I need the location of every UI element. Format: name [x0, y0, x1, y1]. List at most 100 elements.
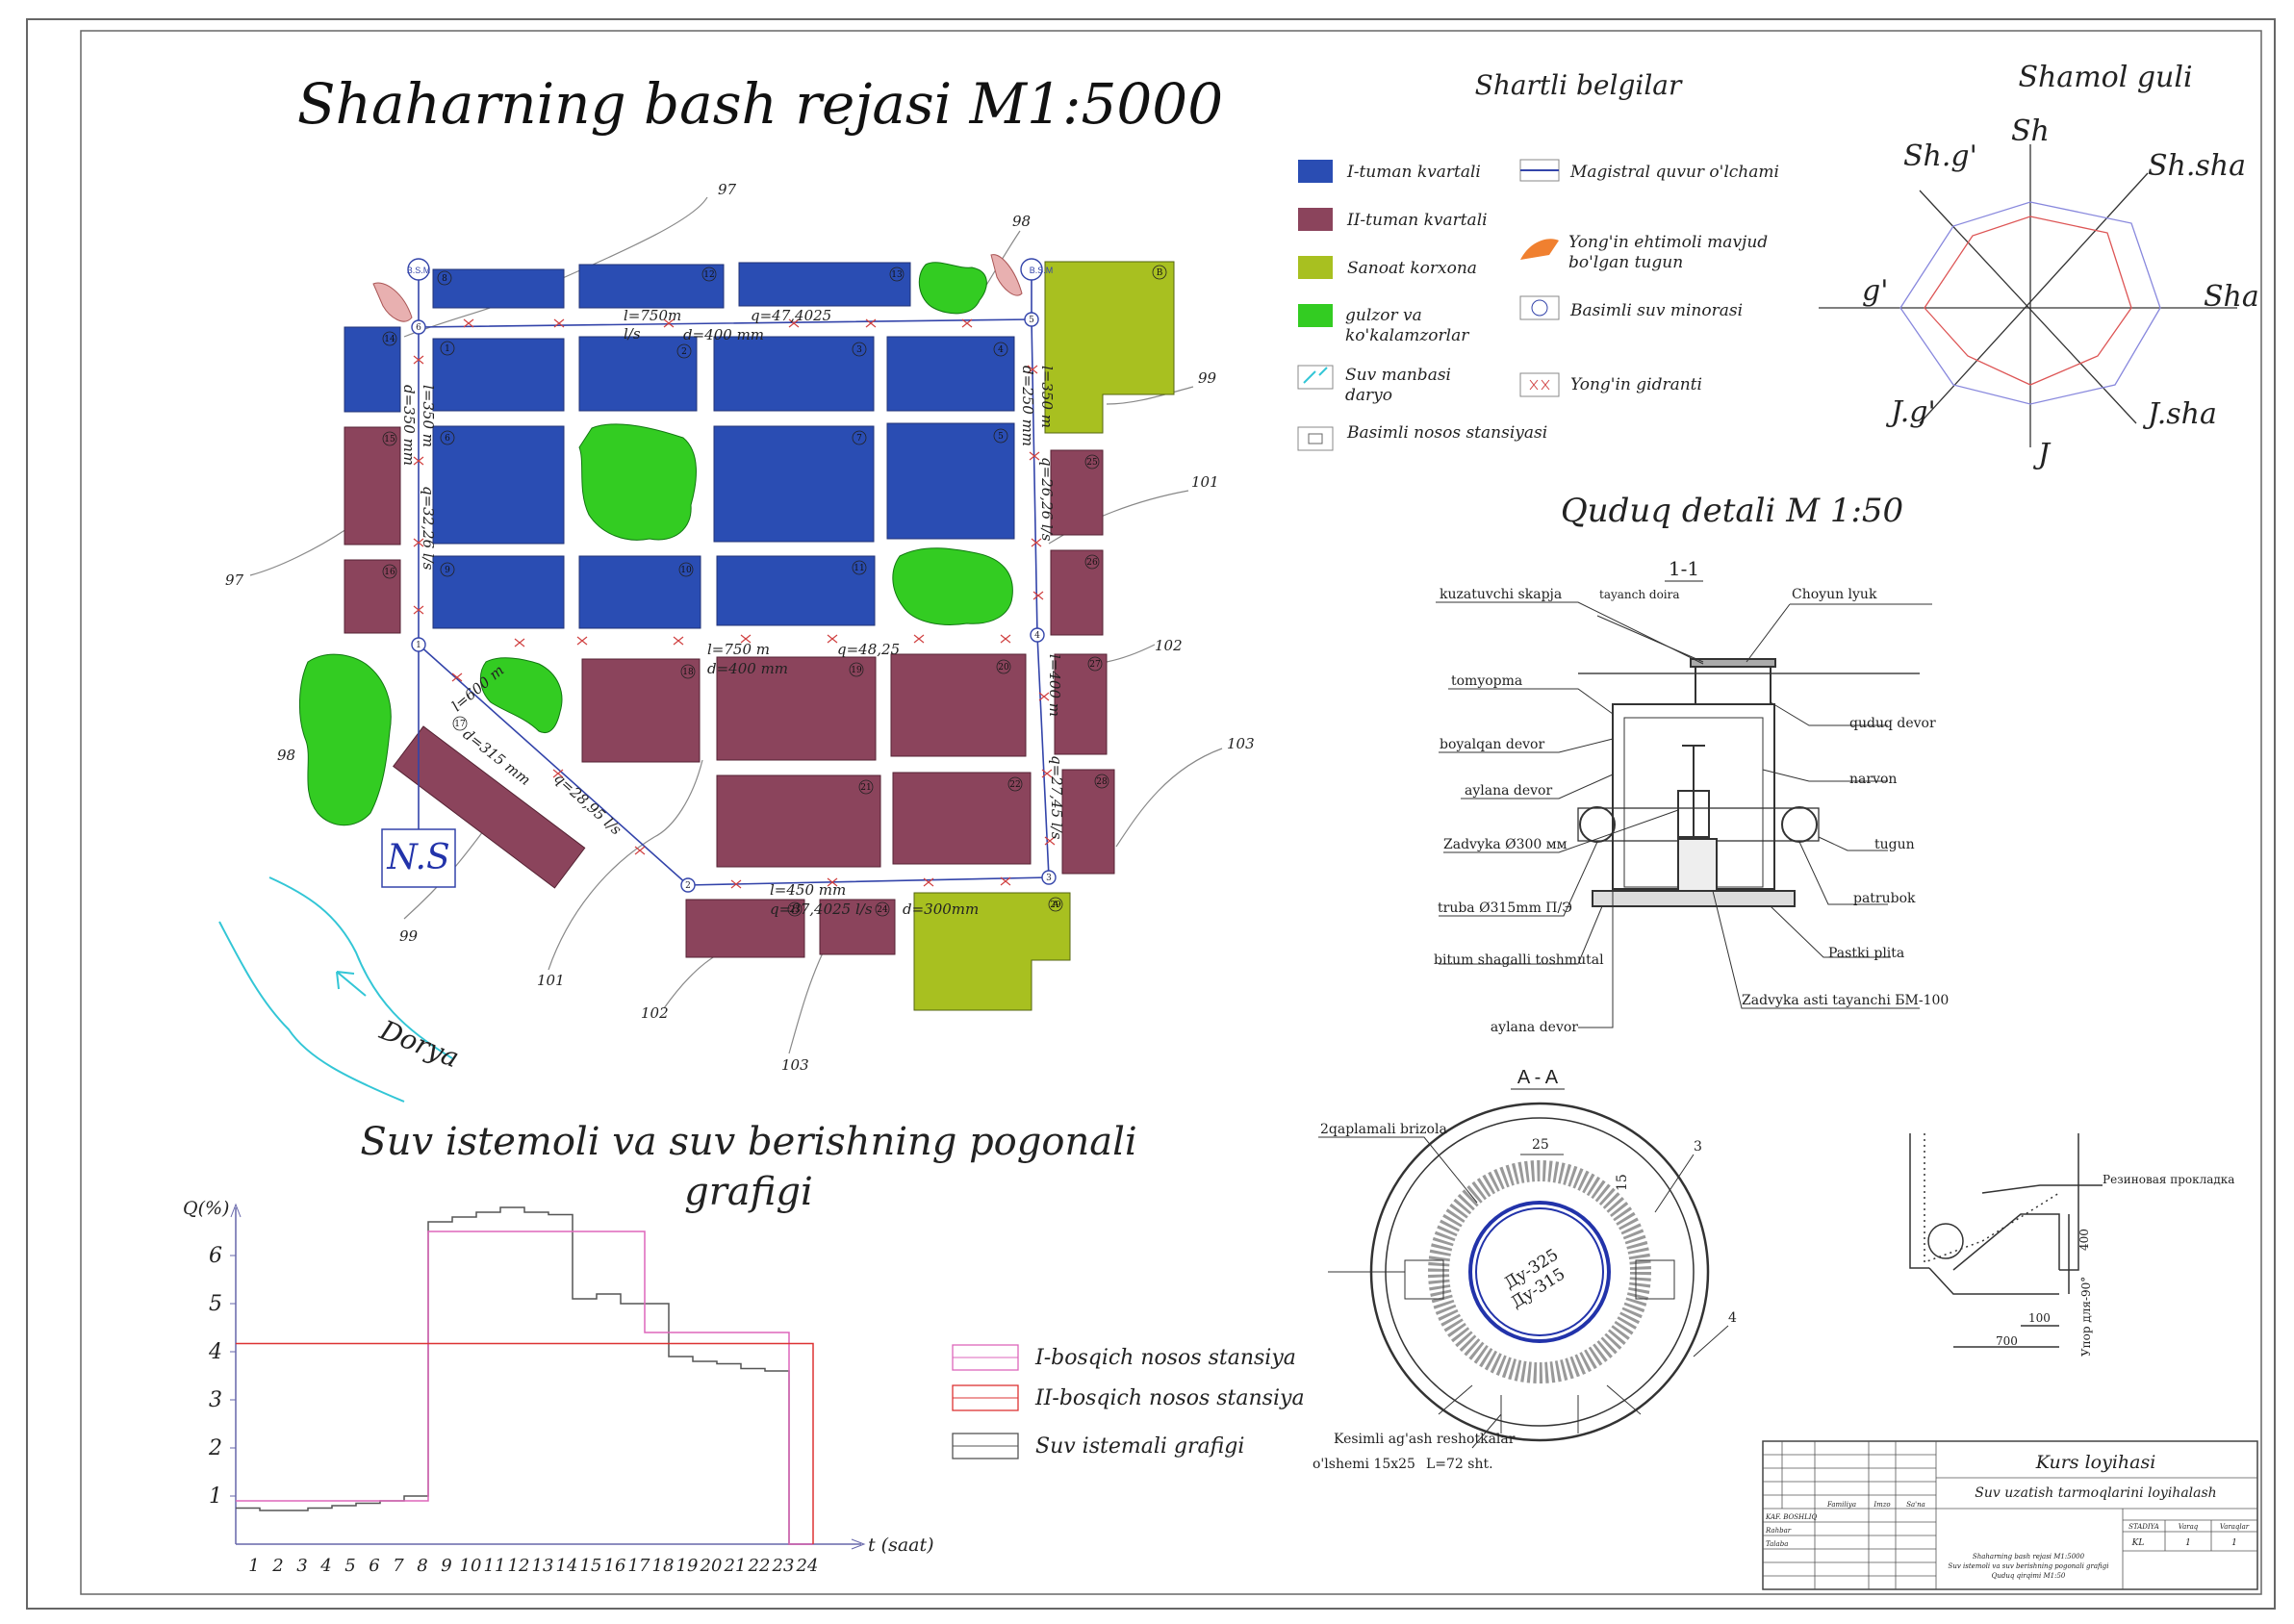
x-tick-label: 1 [248, 1556, 259, 1576]
hydrant-icon [673, 636, 684, 646]
hydrant-icon [827, 877, 838, 887]
well-callout: Zadvyka Ø300 мм [1443, 837, 1568, 852]
block [578, 264, 725, 309]
pipe-label: q=32,26 l/s [420, 486, 437, 571]
node-number: 1 [416, 641, 421, 650]
node [1041, 870, 1057, 885]
stage-values: KL 1 1 [2131, 1538, 2237, 1548]
pipe-section [1927, 1223, 1964, 1259]
block [432, 555, 565, 629]
block-number-circle [1152, 265, 1167, 280]
x-tick-label: 18 [652, 1556, 675, 1576]
green-area [578, 423, 697, 541]
block [886, 422, 1015, 540]
plan-callout: 3 [1694, 1139, 1702, 1155]
legend-swatch-green [1298, 304, 1333, 327]
plan-callouts: 2qaplamali brizola 25 15 3 4 Ду-325 Ду-3… [1313, 1122, 1737, 1472]
pipe-label: d=400 mm [707, 660, 788, 677]
bottom-slab [1592, 890, 1796, 907]
well-callout: quduq devor [1849, 716, 1936, 731]
block [713, 336, 875, 412]
hydrant-icon [1038, 692, 1050, 701]
stage-value: 1 [2185, 1538, 2191, 1548]
well-callout: Choyun lyuk [1792, 587, 1877, 602]
node [411, 319, 426, 335]
hydrant-icon [413, 605, 424, 615]
block-number: 24 [877, 905, 888, 915]
well-callout: truba Ø315mm П/Э [1438, 901, 1572, 916]
leader-line [1443, 809, 1679, 853]
industry-blocks [913, 261, 1175, 1011]
block-number: 26 [1086, 558, 1098, 568]
contour-99-right [1106, 386, 1194, 405]
legend: Shartli belgilar I-tuman kvartali II-tum… [1297, 69, 1779, 451]
leader-lines [1436, 601, 1932, 1028]
contour-101-bottom [548, 759, 703, 971]
axis-nw-se [1919, 190, 2137, 424]
pipe-label: d=350 mm [400, 385, 418, 466]
hydrant-icon [1027, 365, 1038, 374]
block-number-circle [1007, 776, 1023, 792]
block-number-circles [382, 265, 1167, 917]
wind-rose-axes [1819, 144, 2237, 447]
block-number: 29 [1050, 901, 1061, 910]
pump-station-label: N.S [386, 838, 449, 877]
well-plan: A - A 2qaplamali brizola 25 15 3 4 Ду-32… [1313, 1067, 1737, 1472]
x-tick-label: 15 [580, 1556, 602, 1576]
river [218, 876, 453, 1103]
node-number: 6 [416, 323, 421, 333]
wind-direction: J.sha [2142, 397, 2217, 431]
stage-header: Varaq [2179, 1523, 2199, 1531]
fire-node-legend-icon [1520, 239, 1559, 260]
contour-102-bottom [663, 952, 723, 1009]
fire-node-icon [990, 254, 1023, 296]
hydrant-icon [1000, 634, 1011, 644]
legend-label-wrap: Yong'in ehtimoli mavjud bo'lgan tugun [1568, 233, 1768, 272]
block-number-circle [996, 659, 1011, 674]
legend-swatch-hydrant [1519, 372, 1560, 397]
stage-value: KL [2131, 1538, 2145, 1548]
leader-line [1439, 841, 1598, 917]
pump-station-icon [381, 828, 456, 888]
legend-swatch-industry [1298, 256, 1333, 279]
pipe-325-ring [1468, 1201, 1611, 1343]
node-number: 4 [1034, 631, 1040, 641]
leader-line [1770, 905, 1891, 958]
support-detail: Резиновая прокладка 400 100 700 Упор для… [1909, 1133, 2234, 1357]
valve-support [1677, 838, 1718, 892]
block-number: A [1052, 901, 1059, 910]
well-callout: Zadvyka asti tayanchi БМ-100 [1742, 993, 1949, 1008]
well-callout: boyalqan devor [1440, 737, 1544, 752]
wind-rose: Shamol guli Sh Sh.sha Sha J.sha J J.g' g… [1819, 61, 2259, 471]
leader-line [1471, 1413, 1502, 1449]
block [344, 559, 401, 634]
series-line-ii-bosqich-nosos-stansiya [236, 1342, 814, 1544]
well-callouts: kuzatuvchi skapja tayanch doira Choyun l… [1434, 587, 1949, 1035]
trench-walls [1909, 1133, 2079, 1271]
industry-block-b [1044, 261, 1175, 434]
support-callouts: Резиновая прокладка 400 100 700 Упор для… [1996, 1173, 2234, 1357]
elevation-label: 101 [1191, 473, 1219, 491]
river-flow-arrow [336, 971, 367, 997]
river-label: Dorya [374, 1014, 463, 1075]
y-tick-label: 4 [208, 1340, 222, 1364]
hydrant-icon [634, 846, 646, 855]
block-number-circle [889, 266, 905, 282]
contour-97-left [249, 528, 347, 576]
block-numbers: 1 2 3 4 5 6 7 8 9 10 11 12 13 14 15 16 1… [384, 268, 1162, 915]
sheet-content-line: Quduq qirqimi M1:50 [1992, 1572, 2066, 1580]
x-tick-label: 4 [319, 1556, 331, 1576]
well-neck [1695, 663, 1771, 705]
leader-line [1712, 890, 1920, 1009]
pipe-label: l=350 m [420, 385, 437, 447]
support-callout: Резиновая прокладка [2103, 1173, 2234, 1186]
block-number: 7 [856, 434, 862, 444]
block-number-circle [440, 562, 455, 577]
support-callout: 700 [1996, 1334, 2018, 1348]
elevation-label: 99 [1198, 369, 1217, 387]
contour-101-right [1048, 490, 1189, 545]
leader-line [1762, 769, 1888, 782]
legend-title: Shartli belgilar [1475, 69, 1683, 101]
pipe-label: d=250 mm [1019, 366, 1036, 446]
legend-labels: I-tuman kvartali II-tuman kvartali Sanoa… [1345, 163, 1779, 443]
